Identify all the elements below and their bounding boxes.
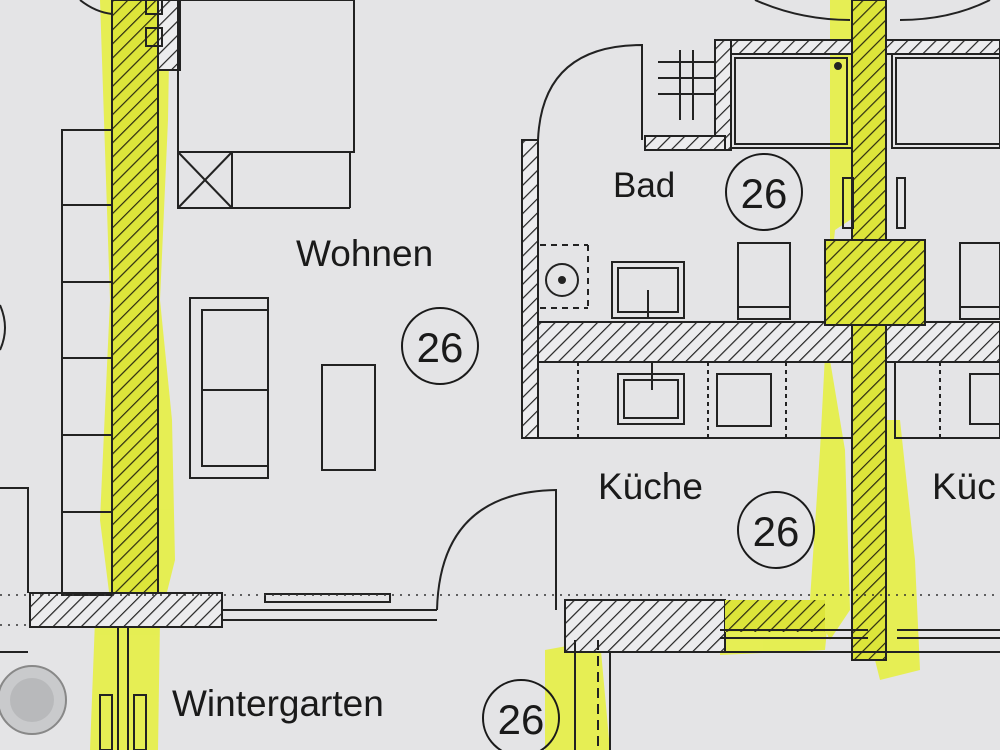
room-number-wohnen-text: 26 [417,324,464,371]
room-number-bad: 26 [725,153,803,231]
room-label-wohnen: Wohnen [296,233,433,274]
wall-west [111,0,159,599]
room-number-kueche-text: 26 [753,508,800,555]
shelf-column [61,129,113,596]
door-wintergarten [436,488,557,611]
window-wohnen [264,593,391,603]
kitchen-counter [537,361,853,439]
room-label-kueche: Küche [598,466,703,507]
room-number-kueche: 26 [737,491,815,569]
wall-bad-kueche [521,321,1000,363]
toilet [737,242,791,320]
wall-south-right [564,599,726,653]
room-number-bad-text: 26 [741,170,788,217]
room-label-bad: Bad [613,166,675,205]
room-number-wintergarten-text: 26 [498,696,545,743]
room-label-kueche-partial: Küc [932,466,996,507]
bathtub [730,53,853,149]
wall-east [851,0,887,661]
wall-south-left [29,592,223,628]
room-label-wintergarten: Wintergarten [172,683,384,724]
hatched-walls [29,0,1000,661]
room-number-wohnen: 26 [401,307,479,385]
sofa [189,297,269,479]
wall-bad-west [521,139,539,439]
door-bad [537,43,643,141]
bad-radiator [658,50,715,120]
room-number-wintergarten: 26 [482,679,560,750]
washbasin-bad [611,261,685,319]
bed [177,0,355,209]
washing-machine [540,244,589,309]
coffee-table [321,364,376,471]
